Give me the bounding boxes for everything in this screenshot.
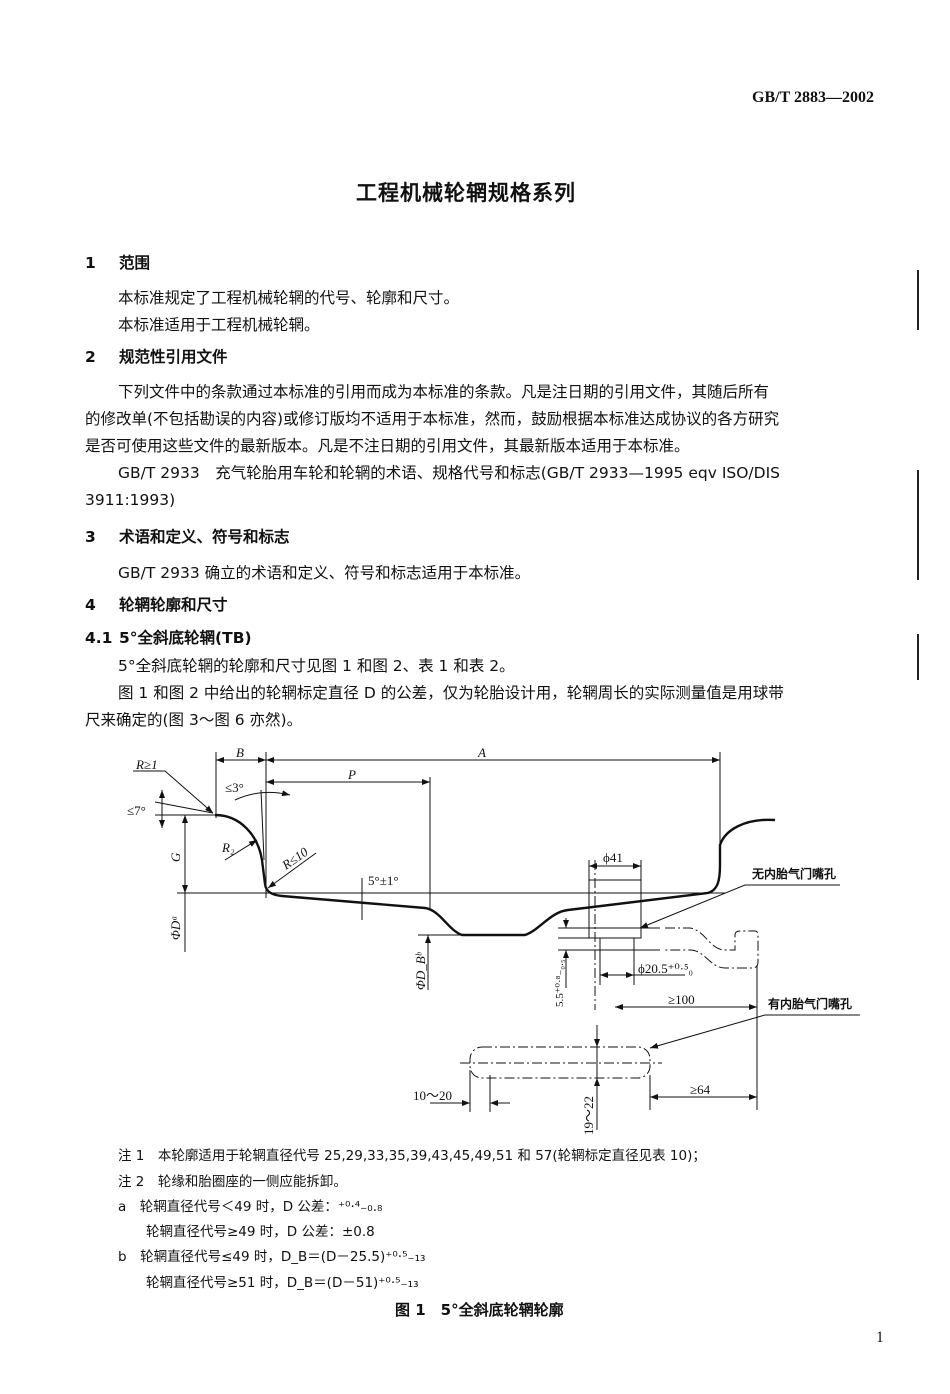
change-bar — [917, 634, 919, 680]
label-r2: R₂ — [221, 840, 235, 855]
footnote-b-cont: 轮辋直径代号≥51 时，D_B＝(D－51)⁺⁰·⁵₋₁₃ — [146, 1275, 419, 1291]
label-19-22: 19～22 — [581, 1096, 596, 1135]
paragraph-line: 本标准适用于工程机械轮辋。 — [118, 316, 320, 334]
label-phi41: ϕ41 — [603, 850, 623, 865]
label-5-5: 5.5⁺⁰·⁸₋₀.₅ — [554, 959, 566, 1007]
paragraph-line: 下列文件中的条款通过本标准的引用而成为本标准的条款。凡是注日期的引用文件，其随后… — [118, 383, 770, 401]
figure-note-2: 注 2 轮缘和胎圈座的一侧应能拆卸。 — [118, 1174, 347, 1190]
paragraph-line: 的修改单(不包括勘误的内容)或修订版均不适用于本标准，然而，鼓励根据本标准达成协… — [85, 410, 780, 428]
reference-line: 3911:1993) — [85, 491, 176, 509]
standard-number: GB/T 2883—2002 — [752, 89, 874, 106]
footnote-a: a 轮辋直径代号＜49 时，D 公差：⁺⁰·⁴₋₀.₈ — [118, 1199, 383, 1215]
label-phi20-5: ϕ20.5⁺⁰·⁵₀ — [638, 961, 693, 976]
label-r-ge-1: R≥1 — [135, 757, 158, 772]
label-angle-3: ≤3° — [225, 780, 244, 795]
paragraph-line: 5°全斜底轮辋的轮廓和尺寸见图 1 和图 2、表 1 和表 2。 — [118, 657, 515, 675]
label-10-20: 10～20 — [413, 1088, 452, 1103]
label-db: ΦD_Bᵇ — [413, 951, 428, 990]
paragraph-line: 是否可使用这些文件的最新版本。凡是不注日期的引用文件，其最新版本适用于本标准。 — [85, 437, 690, 455]
label-angle-7: ≤7° — [127, 803, 146, 818]
paragraph-line: GB/T 2933 确立的术语和定义、符号和标志适用于本标准。 — [118, 564, 531, 582]
label-ge-64: ≥64 — [690, 1082, 711, 1097]
figure-note-1: 注 1 本轮廓适用于轮辋直径代号 25,29,33,35,39,43,45,49… — [118, 1148, 706, 1164]
label-slope: 5°±1° — [368, 873, 399, 888]
paragraph-line: 本标准规定了工程机械轮辋的代号、轮廓和尺寸。 — [118, 289, 460, 307]
page-title: 工程机械轮辋规格系列 — [356, 181, 576, 205]
change-bar — [917, 270, 919, 330]
rim-profile-line — [214, 813, 776, 937]
change-bar — [917, 470, 919, 580]
label-tube-valve-hole: 有内胎气门嘴孔 — [768, 996, 852, 1011]
page-number: 1 — [876, 1329, 884, 1346]
label-p: P — [347, 767, 356, 782]
label-a: A — [477, 745, 486, 760]
label-g: G — [168, 852, 183, 862]
label-ge-100: ≥100 — [668, 992, 695, 1007]
label-b: B — [236, 745, 244, 760]
footnote-a-cont: 轮辋直径代号≥49 时，D 公差：±0.8 — [146, 1224, 375, 1240]
paragraph-line: 尺来确定的(图 3～图 6 亦然)。 — [85, 711, 303, 729]
footnote-b: b 轮辋直径代号≤49 时，D_B＝(D－25.5)⁺⁰·⁵₋₁₃ — [118, 1249, 426, 1265]
label-tubeless-valve-hole: 无内胎气门嘴孔 — [751, 866, 836, 881]
label-d: ΦDᵃ — [168, 916, 183, 940]
reference-line: GB/T 2933 充气轮胎用车轮和轮辋的术语、规格代号和标志(GB/T 293… — [118, 464, 780, 482]
figure-caption: 图 1 5°全斜底轮辋轮廓 — [395, 1301, 564, 1319]
paragraph-line: 图 1 和图 2 中给出的轮辋标定直径 D 的公差，仅为轮胎设计用，轮辋周长的实… — [118, 684, 784, 702]
